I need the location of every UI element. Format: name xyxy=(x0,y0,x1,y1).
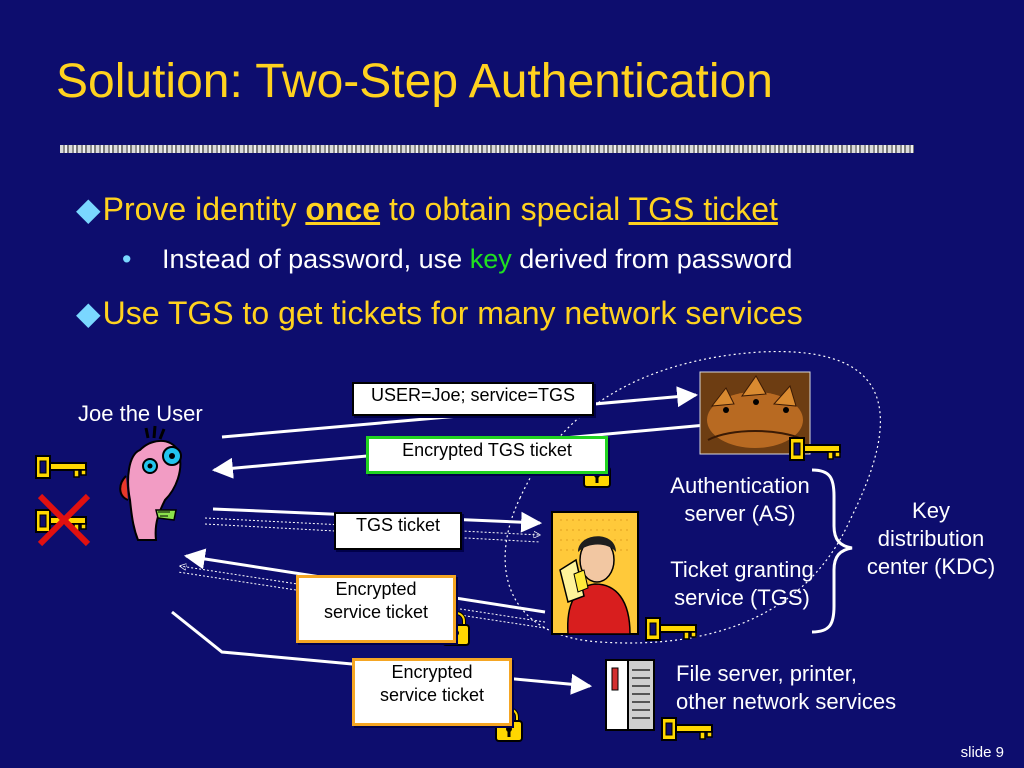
key-icon xyxy=(645,617,697,641)
emphasis-tgs-ticket: TGS ticket xyxy=(628,191,778,227)
cross-mark-icon xyxy=(37,493,91,547)
title-divider xyxy=(60,145,914,153)
bullet-use-tgs: ◆Use TGS to get tickets for many network… xyxy=(76,295,803,331)
services-label: File server, printer, other network serv… xyxy=(676,661,897,715)
tgs-person-icon xyxy=(551,511,639,635)
key-icon xyxy=(789,437,841,461)
message-encrypted-tgs-ticket: Encrypted TGS ticket xyxy=(366,436,608,474)
kdc-boundary xyxy=(504,350,882,644)
as-label: Authentication server (AS) xyxy=(670,473,810,527)
server-icon xyxy=(605,659,655,731)
cerberus-icon xyxy=(699,371,811,455)
sub-bullet-key: •Instead of password, use key derived fr… xyxy=(122,244,793,274)
dot-bullet-icon: • xyxy=(122,244,132,274)
slide-title: Solution: Two-Step Authentication xyxy=(56,55,773,108)
brace-icon xyxy=(811,468,853,634)
emphasis-once: once xyxy=(305,191,381,227)
diamond-bullet-icon: ◆ xyxy=(76,191,101,227)
message-tgs-ticket: TGS ticket xyxy=(334,512,462,550)
emphasis-key: key xyxy=(469,244,512,274)
message-request-tgs: USER=Joe; service=TGS xyxy=(352,382,594,416)
message-encrypted-service-ticket-2: Encrypted service ticket xyxy=(352,658,512,726)
slide-number: slide 9 xyxy=(960,744,1004,761)
message-encrypted-service-ticket-1: Encrypted service ticket xyxy=(296,575,456,643)
bullet-prove-identity: ◆Prove identity once to obtain special T… xyxy=(76,191,778,227)
user-face-icon xyxy=(119,425,182,541)
user-label: Joe the User xyxy=(78,401,203,426)
tgs-label: Ticket granting service (TGS) xyxy=(670,557,814,611)
diamond-bullet-icon: ◆ xyxy=(76,295,101,331)
arrow-request-to-as xyxy=(221,386,699,439)
key-icon xyxy=(35,455,87,479)
key-icon xyxy=(661,717,713,741)
kdc-label: Key distribution center (KDC) xyxy=(866,498,996,580)
